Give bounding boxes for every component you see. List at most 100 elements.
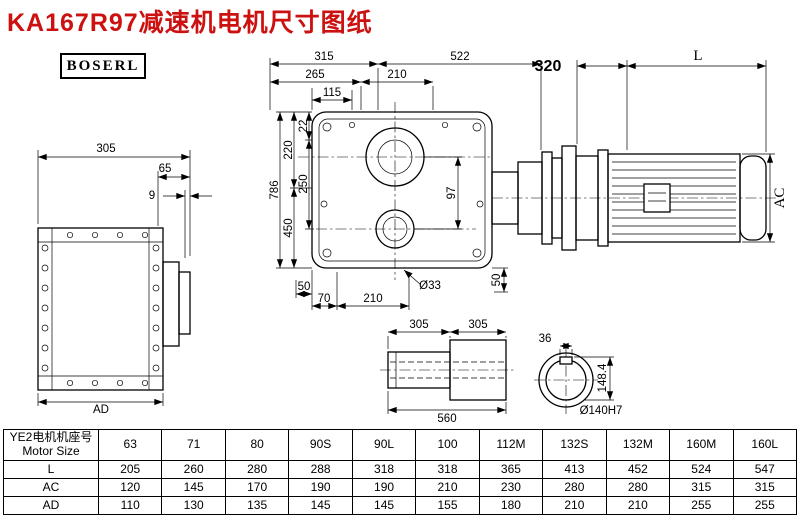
value-cell: 318	[415, 460, 480, 479]
value-cell: 120	[97, 478, 163, 497]
frame-size-header: 71	[161, 429, 226, 461]
dim-bore-148-4: 148.4	[597, 363, 609, 392]
page-title: KA167R97减速机电机尺寸图纸	[7, 9, 373, 37]
output-shaft-view: 305 305 560	[380, 319, 514, 425]
value-cell: 210	[542, 496, 607, 515]
row-label: AC	[3, 478, 99, 497]
table-header-row: YE2电机机座号 Motor Size 63 71 80 90S 90L 100…	[3, 429, 798, 461]
frame-size-header: 160M	[669, 429, 734, 461]
dim-motor-L: L	[693, 48, 702, 64]
shaft-sleeve-large	[449, 339, 507, 401]
keyway-slot	[559, 356, 573, 365]
dim-front-22: 22	[298, 120, 310, 133]
dim-front-50-right: 50	[491, 274, 503, 287]
dim-shaft-560: 560	[437, 413, 456, 425]
value-cell: 280	[224, 460, 290, 479]
dim-front-220: 220	[283, 140, 295, 159]
dim-side-305: 305	[96, 143, 115, 155]
value-cell: 255	[669, 496, 734, 515]
bore-view-dimensions: 36 148.4 Ø140H7	[539, 333, 623, 417]
dim-motor-320: 320	[535, 58, 562, 75]
dim-side-65: 65	[159, 163, 172, 175]
value-cell: 170	[224, 478, 290, 497]
motor-view-dimensions: 320 L AC	[535, 48, 788, 243]
value-cell: 230	[478, 478, 544, 497]
frame-size-header: 90L	[351, 429, 417, 461]
value-cell: 180	[478, 496, 544, 515]
value-cell: 318	[351, 460, 417, 479]
value-cell: 190	[288, 478, 353, 497]
dim-front-70: 70	[318, 293, 331, 305]
motor-dimension-table: YE2电机机座号 Motor Size 63 71 80 90S 90L 100…	[3, 429, 798, 515]
dim-motor-AC: AC	[772, 188, 788, 209]
dim-bore-o140h7: Ø140H7	[580, 405, 623, 417]
dim-front-o33: Ø33	[419, 280, 441, 292]
dim-shaft-305-left: 305	[409, 319, 428, 331]
frame-size-header: 132S	[542, 429, 607, 461]
dim-front-50-left: 50	[298, 281, 311, 293]
value-cell: 280	[605, 478, 671, 497]
value-cell: 145	[288, 496, 353, 515]
header-en: Motor Size	[22, 444, 80, 458]
dim-front-265: 265	[305, 69, 324, 81]
value-cell: 155	[415, 496, 480, 515]
header-cn: YE2电机机座号	[9, 430, 93, 445]
technical-drawing: 305 65 9 AD	[37, 48, 788, 425]
motor-assembly-view: 320 L AC	[491, 48, 788, 251]
side-flange-step	[162, 261, 180, 347]
value-cell: 260	[161, 460, 226, 479]
value-cell: 130	[161, 496, 226, 515]
frame-size-header: 112M	[478, 429, 544, 461]
dim-front-210-top: 210	[387, 69, 406, 81]
value-cell: 315	[669, 478, 734, 497]
frame-size-header: 90S	[288, 429, 353, 461]
value-cell: 524	[669, 460, 734, 479]
value-cell: 190	[351, 478, 417, 497]
frame-size-header: 160L	[732, 429, 798, 461]
dim-front-210-bottom: 210	[363, 293, 382, 305]
value-cell: 315	[732, 478, 798, 497]
frame-size-header: 63	[97, 429, 163, 461]
fan-cowl	[739, 155, 767, 241]
frame-size-header: 132M	[605, 429, 671, 461]
side-flange-boss	[178, 271, 191, 335]
value-cell: 145	[161, 478, 226, 497]
dim-shaft-305-right: 305	[468, 319, 487, 331]
value-cell: 135	[224, 496, 290, 515]
dim-bore-36: 36	[539, 333, 552, 345]
brand-logo: BOSERL	[60, 53, 146, 79]
front-view-dimensions: 315 522 265 210 115	[269, 51, 542, 310]
motor-nameplate	[643, 183, 671, 213]
value-cell: 255	[732, 496, 798, 515]
row-label: AD	[3, 496, 99, 515]
frame-size-header: 100	[415, 429, 480, 461]
table-row-L: L 205 260 280 288 318 318 365 413 452 52…	[3, 460, 798, 479]
bolt-holes	[41, 231, 160, 387]
bore-section-view: 36 148.4 Ø140H7	[534, 333, 622, 417]
frame-size-header: 80	[224, 429, 290, 461]
dim-side-9: 9	[149, 190, 155, 202]
value-cell: 210	[605, 496, 671, 515]
shaft-view-dimensions: 305 305 560	[387, 319, 507, 425]
front-body-outline	[311, 111, 493, 269]
dim-front-786: 786	[269, 180, 281, 199]
value-cell: 452	[605, 460, 671, 479]
value-cell: 210	[415, 478, 480, 497]
dim-front-97: 97	[446, 187, 458, 200]
side-view-dimensions: 305 65 9 AD	[37, 143, 212, 416]
dim-front-250: 250	[298, 174, 310, 193]
value-cell: 288	[288, 460, 353, 479]
table-row-AC: AC 120 145 170 190 190 210 230 280 280 3…	[3, 478, 798, 497]
value-cell: 547	[732, 460, 798, 479]
table-corner-header: YE2电机机座号 Motor Size	[3, 429, 99, 461]
value-cell: 145	[351, 496, 417, 515]
value-cell: 205	[97, 460, 163, 479]
dim-front-522: 522	[450, 51, 469, 63]
dim-front-450: 450	[283, 218, 295, 237]
dim-front-315: 315	[314, 51, 333, 63]
value-cell: 413	[542, 460, 607, 479]
dim-side-AD: AD	[93, 404, 109, 416]
side-body-outline	[37, 227, 164, 391]
side-view: 305 65 9 AD	[37, 143, 212, 416]
